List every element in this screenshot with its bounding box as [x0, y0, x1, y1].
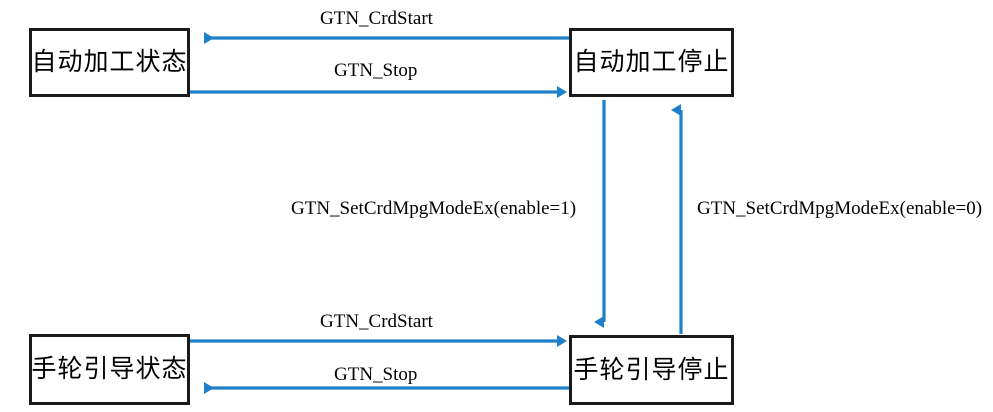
state-box-mpg-run[interactable]: 手轮引导状态: [29, 334, 190, 405]
transition-label-auto-stop-to-auto-run: GTN_CrdStart: [320, 8, 433, 29]
transition-label-auto-run-to-auto-stop: GTN_Stop: [334, 60, 418, 81]
state-box-auto-stop[interactable]: 自动加工停止: [569, 28, 734, 97]
state-label-auto-stop: 自动加工停止: [573, 49, 730, 76]
transition-label-mpg-stop-to-auto-stop: GTN_SetCrdMpgModeEx(enable=0): [697, 198, 983, 219]
state-label-auto-run: 自动加工状态: [31, 49, 188, 76]
transition-label-mpg-run-to-mpg-stop: GTN_CrdStart: [320, 311, 433, 332]
state-label-mpg-run: 手轮引导状态: [31, 356, 188, 383]
transition-label-mpg-stop-to-mpg-run: GTN_Stop: [334, 364, 418, 385]
transition-label-auto-stop-to-mpg-stop: GTN_SetCrdMpgModeEx(enable=1): [291, 198, 577, 219]
state-box-mpg-stop[interactable]: 手轮引导停止: [569, 335, 734, 405]
state-box-auto-run[interactable]: 自动加工状态: [29, 28, 190, 97]
state-label-mpg-stop: 手轮引导停止: [573, 356, 730, 384]
